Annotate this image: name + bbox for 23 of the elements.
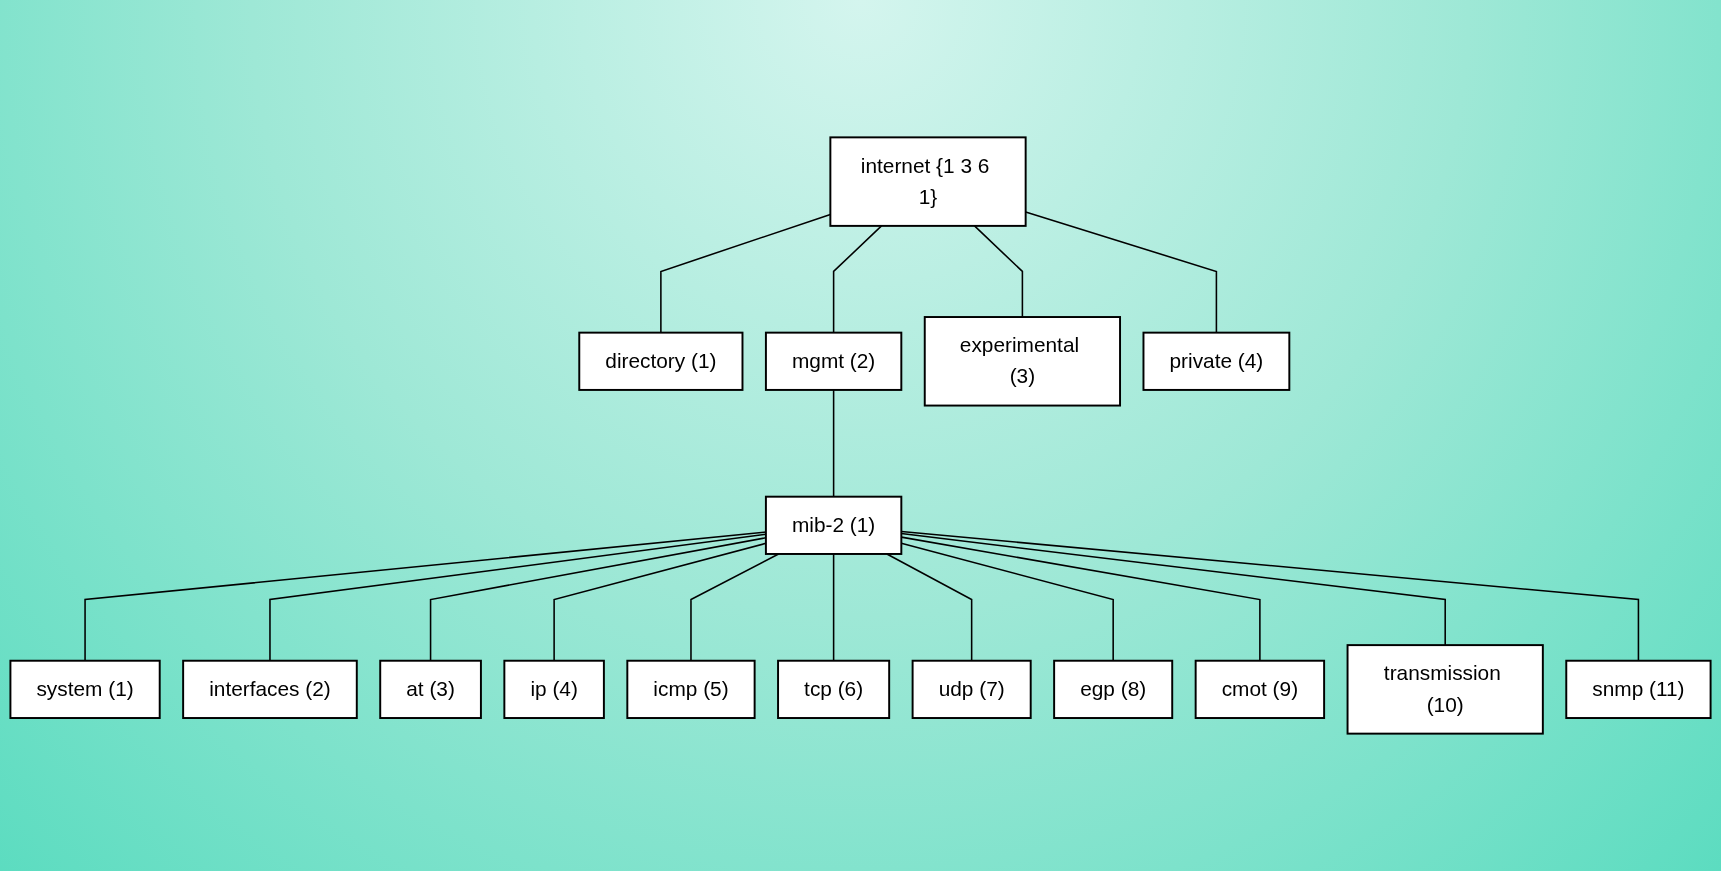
connector xyxy=(832,389,835,498)
node-box: snmp (11) xyxy=(1565,659,1712,719)
connector xyxy=(886,553,973,662)
node-box: mgmt (2) xyxy=(764,331,903,391)
node-box: tcp (6) xyxy=(777,659,891,719)
node-box: directory (1) xyxy=(578,331,744,391)
node-box: at (3) xyxy=(379,659,482,719)
node-box: system (1) xyxy=(9,659,161,719)
node-box: icmp (5) xyxy=(626,659,756,719)
node-box: cmot (9) xyxy=(1194,659,1326,719)
node-box: interfaces (2) xyxy=(182,659,358,719)
node-box: ip (4) xyxy=(503,659,605,719)
node-box: internet {1 3 6 1} xyxy=(829,136,1027,227)
node-box: egp (8) xyxy=(1053,659,1174,719)
connector xyxy=(832,553,835,662)
node-box: mib-2 (1) xyxy=(764,495,903,555)
node-box: udp (7) xyxy=(911,659,1032,719)
connector xyxy=(832,225,883,334)
node-box: transmission (10) xyxy=(1346,644,1544,735)
connector xyxy=(973,225,1024,318)
connector xyxy=(690,553,780,662)
node-box: experimental (3) xyxy=(923,316,1121,407)
node-box: private (4) xyxy=(1142,331,1291,391)
